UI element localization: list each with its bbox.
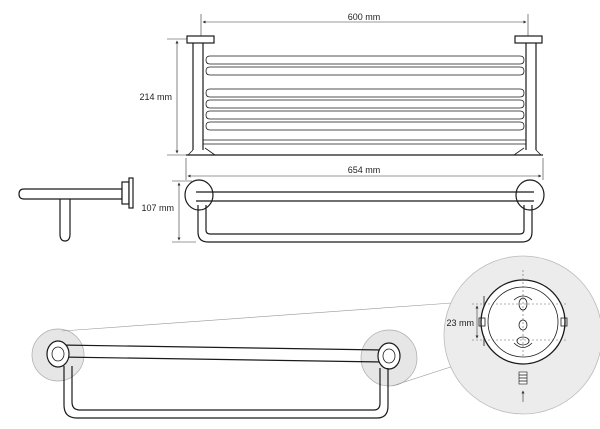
dim-mount-spacing: 23 mm (446, 318, 474, 328)
top-view: 600 mm 214 mm 654 mm (139, 12, 544, 180)
dim-overall-width: 654 mm (348, 165, 381, 175)
top-rails (205, 55, 525, 131)
top-mount-right (514, 35, 543, 44)
top-mount-left (186, 35, 215, 44)
side-view (18, 177, 134, 242)
front-view: 107 mm (141, 179, 545, 243)
dim-top-width: 600 mm (348, 12, 381, 22)
perspective-view (31, 301, 467, 419)
dim-height: 107 mm (141, 203, 174, 213)
dim-top-depth: 214 mm (139, 92, 172, 102)
detail-callout: 23 mm (443, 255, 600, 415)
